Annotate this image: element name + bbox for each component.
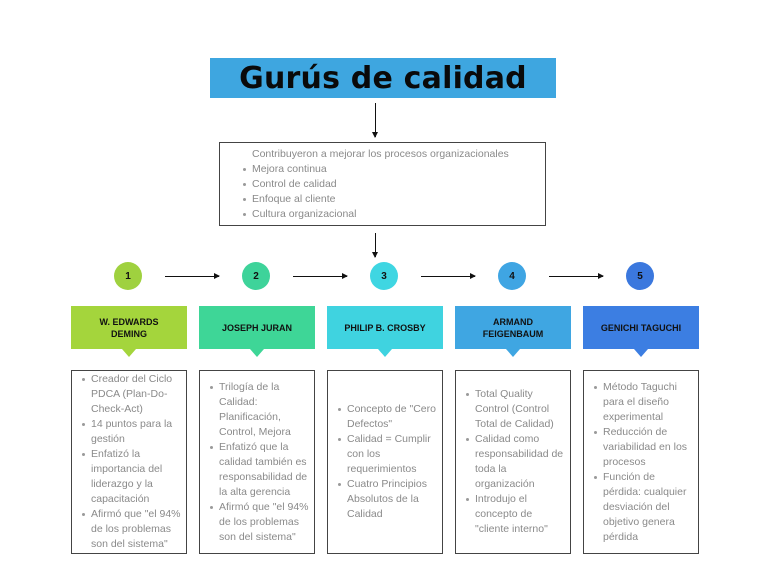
contribution-item: Calidad = Cumplir con los requerimientos <box>336 432 438 477</box>
guru-name-feigenbaum: ARMAND FEIGENBAUM <box>455 306 571 357</box>
guru-name-text: GENICHI TAGUCHI <box>600 322 682 333</box>
contribution-list: Método Taguchi para el diseño experiment… <box>592 380 694 545</box>
guru-description-feigenbaum: Total Quality Control (Control Total de … <box>455 370 571 554</box>
contribution-item: 14 puntos para la gestión <box>80 417 182 447</box>
step-number: 4 <box>509 270 515 282</box>
contribution-list: Total Quality Control (Control Total de … <box>464 387 566 537</box>
summary-box: Contribuyeron a mejorar los procesos org… <box>219 142 546 226</box>
contribution-item: Afirmó que "el 94% de los problemas son … <box>208 500 310 545</box>
contribution-list: Creador del Ciclo PDCA (Plan-Do-Check-Ac… <box>80 372 182 552</box>
contribution-item: Reducción de variabilidad en los proceso… <box>592 425 694 470</box>
contribution-item: Afirmó que "el 94% de los problemas son … <box>80 507 182 552</box>
contribution-item: Enfatizó que la calidad también es respo… <box>208 440 310 500</box>
title-to-summary-arrow <box>372 103 378 138</box>
step-number: 2 <box>253 270 259 282</box>
step-arrow-4-5 <box>549 273 604 279</box>
contribution-item: Concepto de "Cero Defectos" <box>336 402 438 432</box>
step-circle-5: 5 <box>626 262 654 290</box>
contribution-item: Enfatizó la importancia del liderazgo y … <box>80 447 182 507</box>
contribution-item: Cuatro Principios Absolutos de la Calida… <box>336 477 438 522</box>
guru-description-deming: Creador del Ciclo PDCA (Plan-Do-Check-Ac… <box>71 370 187 554</box>
guru-name-text: PHILIP B. CROSBY <box>344 322 426 333</box>
summary-item: Mejora continua <box>243 162 537 177</box>
contribution-item: Función de pérdida: cualquier desviación… <box>592 470 694 545</box>
guru-description-taguchi: Método Taguchi para el diseño experiment… <box>583 370 699 554</box>
step-number: 5 <box>637 270 643 282</box>
contribution-item: Calidad como responsabilidad de toda la … <box>464 432 566 492</box>
summary-to-step3-arrow <box>372 233 378 258</box>
contribution-item: Método Taguchi para el diseño experiment… <box>592 380 694 425</box>
step-circle-1: 1 <box>114 262 142 290</box>
page-title: Gurús de calidad <box>239 60 527 96</box>
summary-item: Enfoque al cliente <box>243 192 537 207</box>
step-circle-2: 2 <box>242 262 270 290</box>
contribution-list: Trilogía de la Calidad: Planificación, C… <box>208 380 310 545</box>
step-circle-3: 3 <box>370 262 398 290</box>
summary-intro: Contribuyeron a mejorar los procesos org… <box>252 148 509 160</box>
contribution-item: Introdujo el concepto de "cliente intern… <box>464 492 566 537</box>
guru-name-text: ARMAND FEIGENBAUM <box>482 316 544 339</box>
contribution-item: Trilogía de la Calidad: Planificación, C… <box>208 380 310 440</box>
step-number: 3 <box>381 270 387 282</box>
contribution-item: Creador del Ciclo PDCA (Plan-Do-Check-Ac… <box>80 372 182 417</box>
contribution-item: Total Quality Control (Control Total de … <box>464 387 566 432</box>
summary-list: Mejora continua Control de calidad Enfoq… <box>236 162 537 222</box>
guru-name-juran: JOSEPH JURAN <box>199 306 315 357</box>
guru-name-taguchi: GENICHI TAGUCHI <box>583 306 699 357</box>
guru-name-crosby: PHILIP B. CROSBY <box>327 306 443 357</box>
guru-description-crosby: Concepto de "Cero Defectos" Calidad = Cu… <box>327 370 443 554</box>
guru-name-deming: W. EDWARDS DEMING <box>71 306 187 357</box>
guru-description-juran: Trilogía de la Calidad: Planificación, C… <box>199 370 315 554</box>
summary-item: Control de calidad <box>243 177 537 192</box>
step-number: 1 <box>125 270 131 282</box>
title-banner: Gurús de calidad <box>210 58 556 98</box>
step-arrow-3-4 <box>421 273 476 279</box>
guru-name-text: JOSEPH JURAN <box>221 322 293 333</box>
step-circle-4: 4 <box>498 262 526 290</box>
step-arrow-1-2 <box>165 273 220 279</box>
guru-name-text: W. EDWARDS DEMING <box>99 316 159 339</box>
step-arrow-2-3 <box>293 273 348 279</box>
summary-item: Cultura organizacional <box>243 207 537 222</box>
contribution-list: Concepto de "Cero Defectos" Calidad = Cu… <box>336 402 438 522</box>
